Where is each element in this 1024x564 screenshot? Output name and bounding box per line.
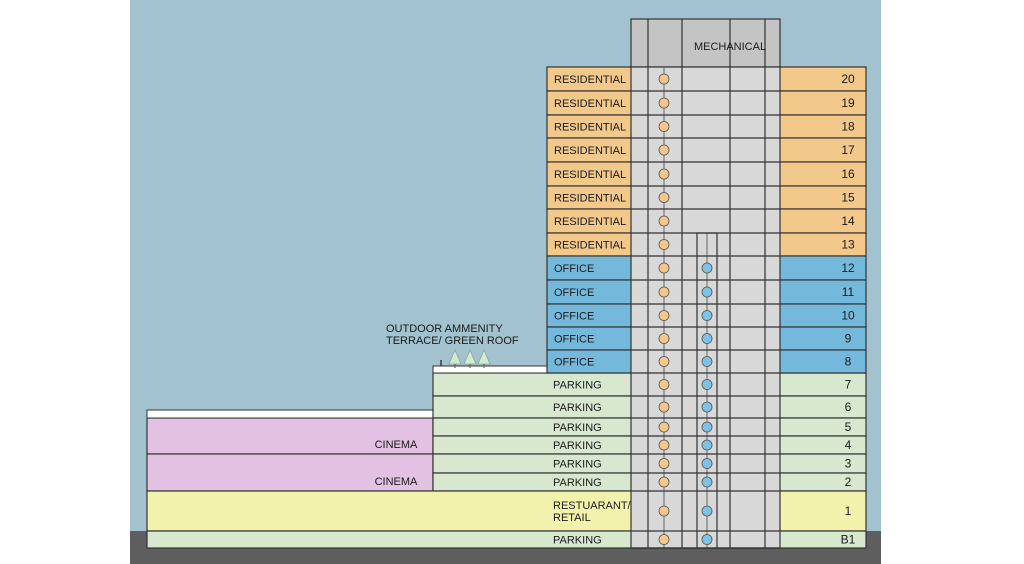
mechanical-label: MECHANICAL [694, 41, 766, 53]
residential-elevator-stop [658, 239, 670, 250]
office-elevator-stop [701, 476, 713, 488]
residential-elevator-stop [658, 356, 670, 367]
residential-elevator-stop [658, 262, 670, 274]
terrace-annotation: OUTDOOR AMMENITY TERRACE/ GREEN ROOF [386, 323, 519, 347]
residential-elevator-stop [658, 168, 670, 180]
terrace-annotation-line1: OUTDOOR AMMENITY [386, 323, 503, 335]
floor-use-label: OFFICE [554, 334, 594, 346]
residential-elevator-stop [658, 458, 670, 469]
residential-elevator-stop [658, 333, 670, 344]
residential-elevator-stop [658, 286, 670, 298]
floor-number: 18 [841, 120, 855, 134]
residential-elevator-stop [658, 476, 670, 488]
cinema-label: CINEMA [375, 439, 418, 451]
residential-elevator-stop [658, 97, 670, 109]
office-elevator-stop [701, 333, 713, 344]
office-elevator-stop [701, 421, 713, 433]
floor-number: 14 [841, 214, 855, 228]
residential-elevator-stop [658, 505, 670, 517]
floor-use-label: OFFICE [554, 287, 594, 299]
residential-elevator-stop [658, 310, 670, 321]
office-elevator-stop [701, 505, 713, 517]
office-elevator-stop [701, 534, 713, 545]
floor-number: 2 [845, 475, 852, 489]
core [630, 18, 781, 549]
floor-use-label: PARKING [553, 477, 602, 489]
residential-elevator-stop [658, 534, 670, 545]
office-elevator-stop [701, 310, 713, 321]
office-elevator-stop [701, 356, 713, 367]
floor-use-label: OFFICE [554, 357, 594, 369]
residential-elevator-stop [658, 401, 670, 413]
cinema-label: CINEMA [375, 476, 418, 488]
floor-use-label: RESIDENTIAL [554, 169, 626, 181]
floor-number: 8 [845, 355, 852, 369]
floor-use-label: RESIDENTIAL [554, 122, 626, 134]
residential-elevator-stop [658, 439, 670, 451]
floor-use-label: PARKING [553, 459, 602, 471]
residential-elevator-stop [658, 73, 670, 85]
floor-use-label: RESIDENTIAL [554, 240, 626, 252]
floor-use-label: RETAIL [553, 512, 591, 524]
floor-number: 1 [845, 504, 852, 518]
terrace-annotation-line2: TERRACE/ GREEN ROOF [386, 335, 519, 347]
floor-number: 16 [841, 167, 855, 181]
floor-use-label: RESIDENTIAL [554, 216, 626, 228]
floor-use-label: RESIDENTIAL [554, 98, 626, 110]
floor-number: 12 [841, 261, 855, 275]
residential-elevator-stop [658, 144, 670, 156]
residential-elevator-stop [658, 379, 670, 390]
floor-use-label: PARKING [553, 535, 602, 547]
floor-use-label: PARKING [553, 402, 602, 414]
office-elevator-stop [701, 458, 713, 469]
floor-number: 6 [845, 400, 852, 414]
floor-use-label: RESIDENTIAL [554, 145, 626, 157]
floor-use-label: OFFICE [554, 311, 594, 323]
office-elevator-stop [701, 439, 713, 451]
terrace-roof [432, 365, 548, 374]
floor-number: 10 [841, 309, 855, 323]
floor-number: 11 [842, 285, 855, 299]
residential-elevator-stop [658, 421, 670, 433]
floor-use-label: RESTUARANT/ [553, 500, 632, 512]
floor-use-label: RESIDENTIAL [554, 74, 626, 86]
residential-elevator-stop [658, 215, 670, 227]
floor-use-label: PARKING [553, 440, 602, 452]
floor-number: 15 [841, 191, 855, 205]
floor-use-label: PARKING [553, 422, 602, 434]
floor-use-label: RESIDENTIAL [554, 193, 626, 205]
floor-number: B1 [841, 533, 856, 547]
floor-number: 9 [845, 332, 852, 346]
mechanical-penthouse [630, 18, 781, 68]
floor-number: 5 [845, 420, 852, 434]
floor-number: 20 [841, 72, 855, 86]
floor-number: 3 [845, 457, 852, 471]
floor-number: 7 [845, 378, 852, 392]
office-elevator-stop [701, 401, 713, 413]
floor-number: 13 [841, 238, 855, 252]
cinema-roof [146, 409, 434, 419]
office-elevator-stop [701, 379, 713, 390]
office-elevator-stop [701, 286, 713, 298]
residential-elevator-stop [658, 192, 670, 203]
floor-number: 17 [841, 143, 855, 157]
residential-elevator-stop [658, 121, 670, 132]
floor-number: 4 [845, 438, 852, 452]
office-elevator-stop [701, 262, 713, 274]
floor-use-label: OFFICE [554, 263, 594, 275]
floor-use-label: PARKING [553, 380, 602, 392]
floor-number: 19 [841, 96, 855, 110]
